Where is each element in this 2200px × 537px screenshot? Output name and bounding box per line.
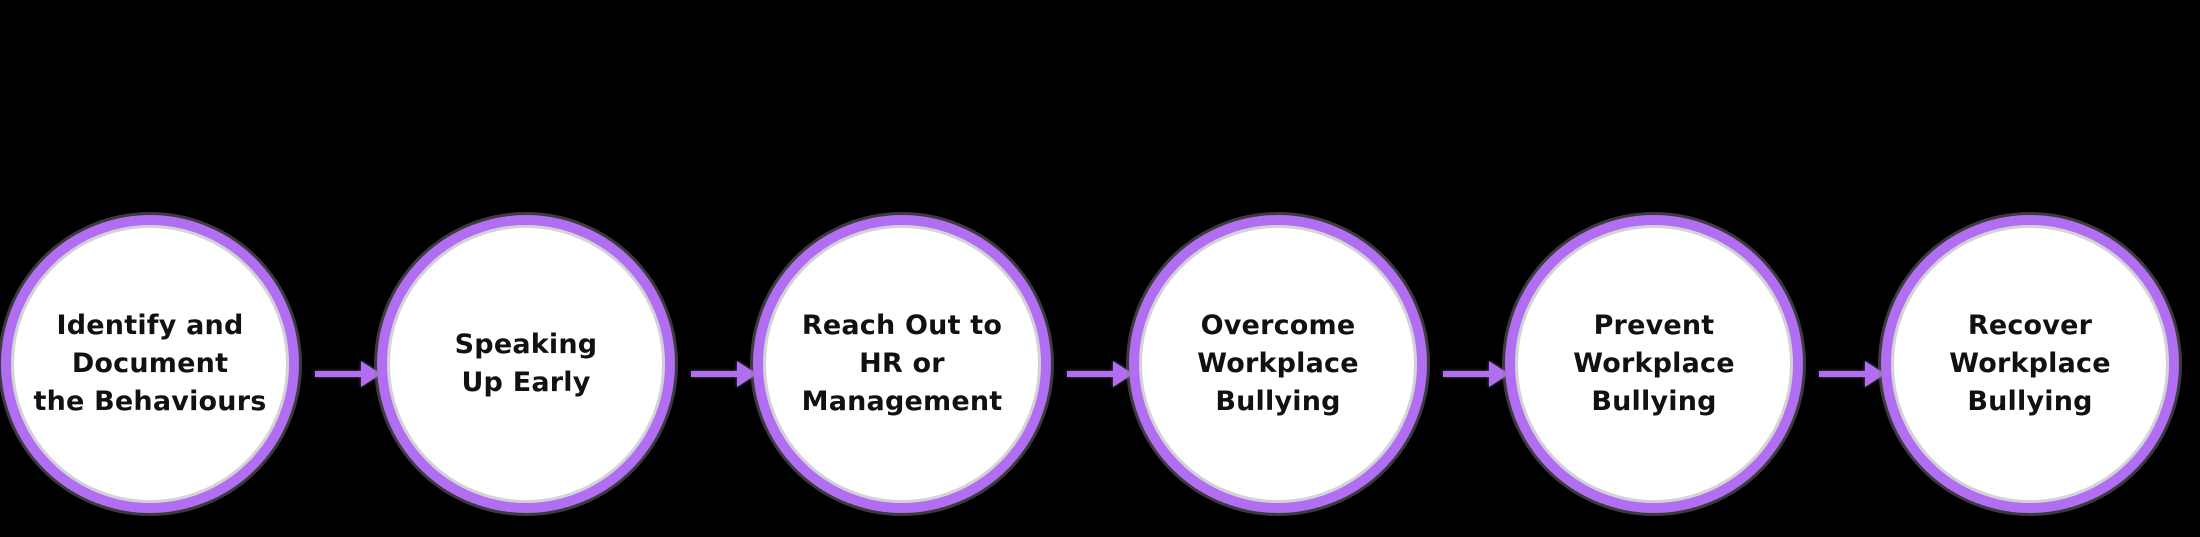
arrow-head bbox=[361, 361, 381, 387]
step-label: Recover Workplace Bullying bbox=[1949, 310, 2111, 417]
step-circle-reach-out: Reach Out to HR or Management bbox=[753, 215, 1051, 513]
step-circle-speak-up: Speaking Up Early bbox=[377, 215, 675, 513]
right-arrow-icon bbox=[315, 361, 381, 387]
arrow-head bbox=[1489, 361, 1509, 387]
right-arrow-icon bbox=[1819, 361, 1885, 387]
step-circle-overcome: Overcome Workplace Bullying bbox=[1129, 215, 1427, 513]
right-arrow-icon bbox=[1443, 361, 1509, 387]
step-label: Prevent Workplace Bullying bbox=[1573, 310, 1735, 417]
arrow-head bbox=[1113, 361, 1133, 387]
step-circle-identify: Identify and Document the Behaviours bbox=[1, 215, 299, 513]
step-label: Speaking Up Early bbox=[454, 329, 598, 398]
step-circle-prevent: Prevent Workplace Bullying bbox=[1505, 215, 1803, 513]
arrow-head bbox=[737, 361, 757, 387]
right-arrow-icon bbox=[691, 361, 757, 387]
step-label: Identify and Document the Behaviours bbox=[33, 310, 267, 417]
right-arrow-icon bbox=[1067, 361, 1133, 387]
step-circle-recover: Recover Workplace Bullying bbox=[1881, 215, 2179, 513]
step-label: Reach Out to HR or Management bbox=[801, 310, 1003, 417]
arrow-head bbox=[1865, 361, 1885, 387]
step-label: Overcome Workplace Bullying bbox=[1197, 310, 1359, 417]
